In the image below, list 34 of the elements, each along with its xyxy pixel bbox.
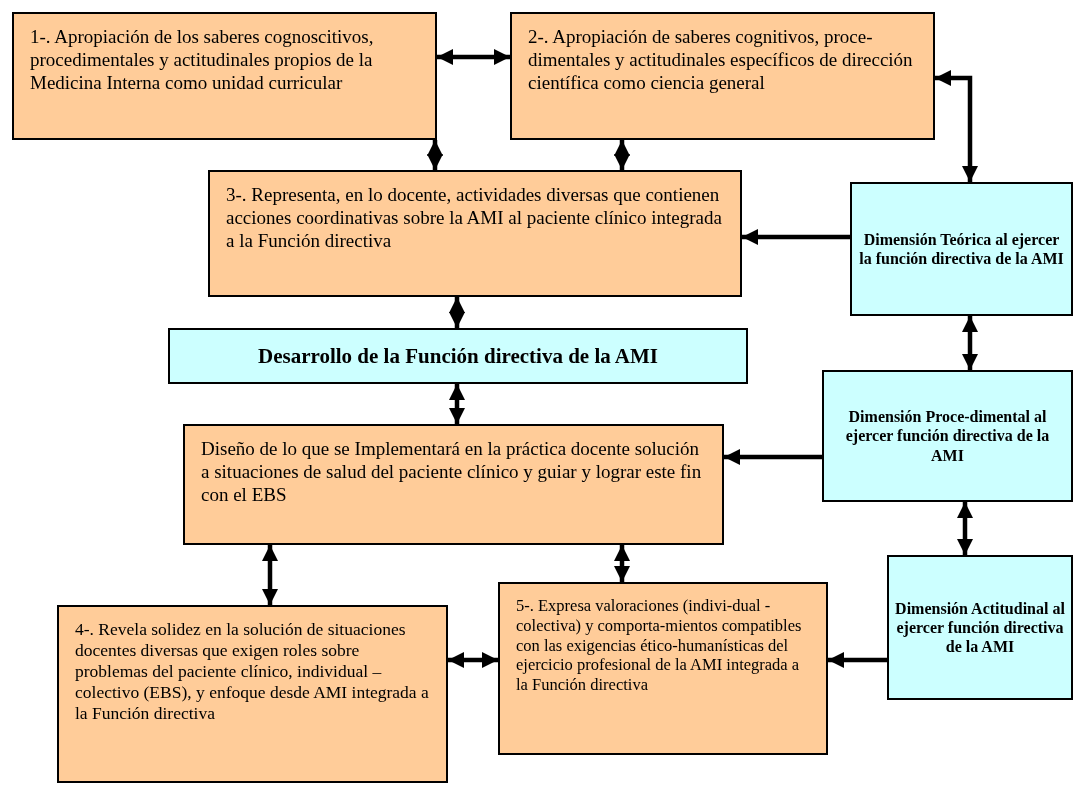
arrow — [427, 140, 443, 170]
box-text: Dimensión Actitudinal al ejercer función directiva de la AMI — [895, 598, 1065, 657]
arrow — [962, 316, 978, 370]
arrow — [957, 502, 973, 555]
arrow — [448, 652, 498, 668]
box-text: Dimensión Proce-dimental al ejercer función directiva de la AMI — [844, 407, 1051, 465]
arrow — [742, 229, 850, 245]
arrow — [449, 297, 465, 328]
arrow — [614, 140, 630, 170]
box-text: Desarrollo de la Función directiva de la AMI — [258, 343, 658, 369]
arrow — [437, 49, 510, 65]
arrow — [262, 545, 278, 605]
process-box — [183, 424, 724, 545]
process-box — [12, 12, 437, 140]
box-text: 4-. Revela solidez en la solución de situaciones docentes diversas que exigen roles sobre problemas del paciente clínico, individual – colectivo (EBS), y enfoque desde AMI integrada a la Función directiva — [75, 619, 429, 723]
box-text: 1-. Apropiación de los saberes cognoscitivos, procedimentales y actitudinales propios de la Medicina Interna como unidad curricular — [30, 26, 374, 93]
process-box — [57, 605, 448, 783]
box-text: Diseño de lo que se Implementará en la práctica docente solución a situaciones de salud del paciente clínico y guiar y lograr este fin con el EBS — [201, 438, 702, 505]
box-text: 2-. Apropiación de saberes cognitivos, proce-dimentales y actitudinales específicos de dirección científica como ciencia general — [528, 26, 913, 93]
process-box — [510, 12, 935, 140]
box-text: 3-. Representa, en lo docente, actividades diversas que contienen acciones coordinativas sobre la AMI al paciente clínico integrada a la Función directiva — [226, 184, 722, 251]
dimension-box — [887, 555, 1073, 700]
box-text: Dimensión Teórica al ejercer la función directiva de la AMI — [858, 229, 1065, 269]
arrow — [614, 545, 630, 582]
arrow — [828, 652, 887, 668]
central-box — [168, 328, 748, 384]
arrow — [935, 70, 978, 182]
process-box — [498, 582, 828, 755]
box-text: 5-. Expresa valoraciones (indivi-dual - colectiva) y comporta-mientos compatibles con las exigencias ético-humanísticas del ejercicio profesional de la AMI integrada a la Función directiva — [516, 596, 802, 695]
dimension-box — [850, 182, 1073, 316]
arrow — [724, 449, 822, 465]
process-box — [208, 170, 742, 297]
dimension-box — [822, 370, 1073, 502]
arrow — [449, 384, 465, 424]
